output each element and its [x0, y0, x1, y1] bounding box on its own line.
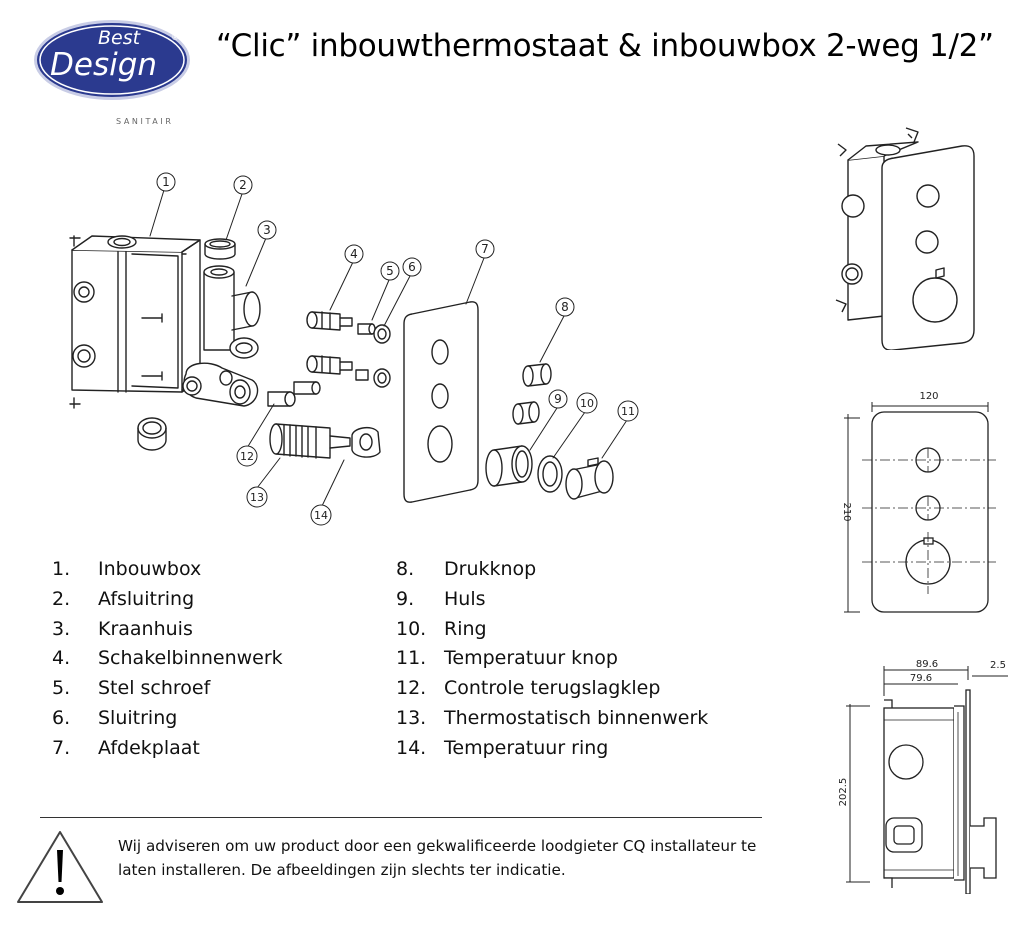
part-sluitring — [373, 324, 391, 388]
parts-list-left: 1.Inbouwbox 2.Afsluitring 3.Kraanhuis 4.… — [52, 555, 283, 764]
list-item: 4.Schakelbinnenwerk — [52, 647, 283, 670]
list-item: 12.Controle terugslagklep — [396, 677, 661, 700]
svg-text:14: 14 — [314, 509, 328, 522]
part-huls — [485, 445, 533, 487]
svg-text:1: 1 — [162, 175, 170, 189]
leader-lines — [149, 189, 628, 507]
callout-12: 12 — [236, 445, 258, 467]
parts-list-right: 8.Drukknop 9.Huls 10.Ring 11.Temperatuur… — [396, 555, 708, 764]
dim-plate: 2.5 — [990, 660, 1006, 671]
svg-text:10: 10 — [580, 397, 594, 410]
svg-text:9: 9 — [554, 392, 562, 406]
part-afsluitring — [204, 238, 236, 260]
callout-3: 3 — [257, 220, 277, 240]
dim-box-height: 202.5 — [838, 778, 849, 807]
callout-9: 9 — [548, 389, 568, 409]
brand-logo: Best ® Design SANITAIR — [32, 18, 192, 126]
exploded-view-diagram — [69, 189, 628, 507]
part-terugslagklep — [267, 381, 321, 407]
svg-text:11: 11 — [621, 405, 635, 418]
part-drukknop — [512, 363, 552, 425]
logo-line1: Best — [98, 27, 142, 49]
callout-4: 4 — [344, 244, 364, 264]
part-kraanhuis — [182, 265, 261, 407]
list-item: 13.Thermostatisch binnenwerk — [396, 706, 709, 729]
notice-text: Wij adviseren om uw product door een gek… — [118, 837, 757, 879]
side-view-drawing: 89.6 79.6 2.5 202.5 — [838, 659, 1008, 894]
part-temperatuur-ring — [351, 426, 381, 458]
callout-14: 14 — [310, 504, 332, 526]
list-item: 7.Afdekplaat — [52, 736, 200, 759]
list-item: 2.Afsluitring — [52, 587, 195, 610]
part-afdekplaat — [403, 301, 479, 503]
logo-oval-icon: Best ® Design — [34, 20, 190, 100]
page-title: “Clic” inbouwthermostaat & inbouwbox 2-w… — [216, 28, 994, 64]
dim-depth-box: 79.6 — [910, 673, 932, 684]
part-schakelbinnenwerk — [306, 311, 353, 375]
callout-1: 1 — [156, 172, 176, 192]
svg-text:8: 8 — [561, 300, 569, 314]
logo-registered: ® — [171, 33, 179, 42]
notice-divider — [40, 817, 762, 818]
list-item: 9.Huls — [396, 587, 486, 610]
logo-line2: Design — [50, 47, 157, 83]
logo-subline: SANITAIR — [116, 117, 174, 126]
dim-depth-total: 89.6 — [916, 659, 938, 670]
list-item: 8.Drukknop — [396, 558, 537, 580]
list-item: 6.Sluitring — [52, 706, 178, 729]
front-view-drawing: 120 210 — [841, 391, 996, 613]
list-item: 1.Inbouwbox — [52, 558, 202, 580]
callout-7: 7 — [475, 239, 495, 259]
svg-text:6: 6 — [408, 260, 416, 274]
callout-8: 8 — [555, 297, 575, 317]
callout-13: 13 — [246, 486, 268, 508]
svg-text:3: 3 — [263, 223, 271, 237]
svg-text:7: 7 — [481, 242, 489, 256]
product-3d-view — [835, 127, 975, 350]
callout-10: 10 — [576, 392, 598, 414]
part-stel-schroef — [355, 323, 376, 381]
svg-text:13: 13 — [250, 491, 264, 504]
list-item: 14.Temperatuur ring — [396, 736, 609, 759]
callout-2: 2 — [233, 175, 253, 195]
list-item: 3.Kraanhuis — [52, 617, 193, 640]
callout-11: 11 — [617, 400, 639, 422]
svg-text:2: 2 — [239, 178, 247, 192]
callout-6: 6 — [402, 257, 422, 277]
callout-labels: 1 2 3 4 5 6 7 8 9 10 11 12 13 14 — [156, 172, 639, 526]
callout-5: 5 — [380, 261, 400, 281]
dim-height: 210 — [841, 502, 852, 521]
warning-triangle-icon — [17, 831, 103, 903]
part-inbouwbox — [69, 235, 201, 409]
svg-text:12: 12 — [240, 450, 254, 463]
part-thermostatisch-binnenwerk — [269, 423, 351, 459]
list-item: 11.Temperatuur knop — [396, 647, 618, 670]
part-loose-ring — [137, 417, 167, 451]
list-item: 5.Stel schroef — [52, 677, 211, 700]
dim-width: 120 — [919, 391, 938, 402]
part-temperatuur-knop — [565, 457, 614, 500]
svg-text:4: 4 — [350, 247, 358, 261]
part-ring — [537, 455, 563, 493]
svg-text:5: 5 — [386, 264, 394, 278]
list-item: 10.Ring — [396, 617, 487, 640]
